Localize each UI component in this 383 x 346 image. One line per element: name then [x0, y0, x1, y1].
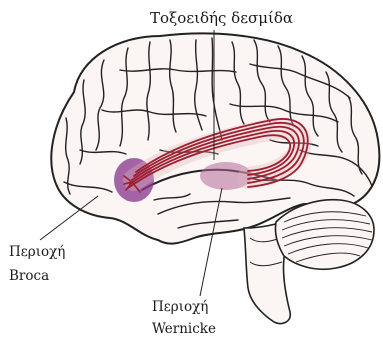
arcuate-fasciculus-label: Τοξοειδής δεσμίδα — [150, 9, 293, 27]
broca-label-line2: Broca — [9, 268, 49, 284]
wernicke-label-line2: Wernicke — [152, 321, 216, 337]
wernicke-label-line1: Περιοχή — [152, 299, 208, 315]
broca-label-line1: Περιοχή — [9, 244, 65, 260]
